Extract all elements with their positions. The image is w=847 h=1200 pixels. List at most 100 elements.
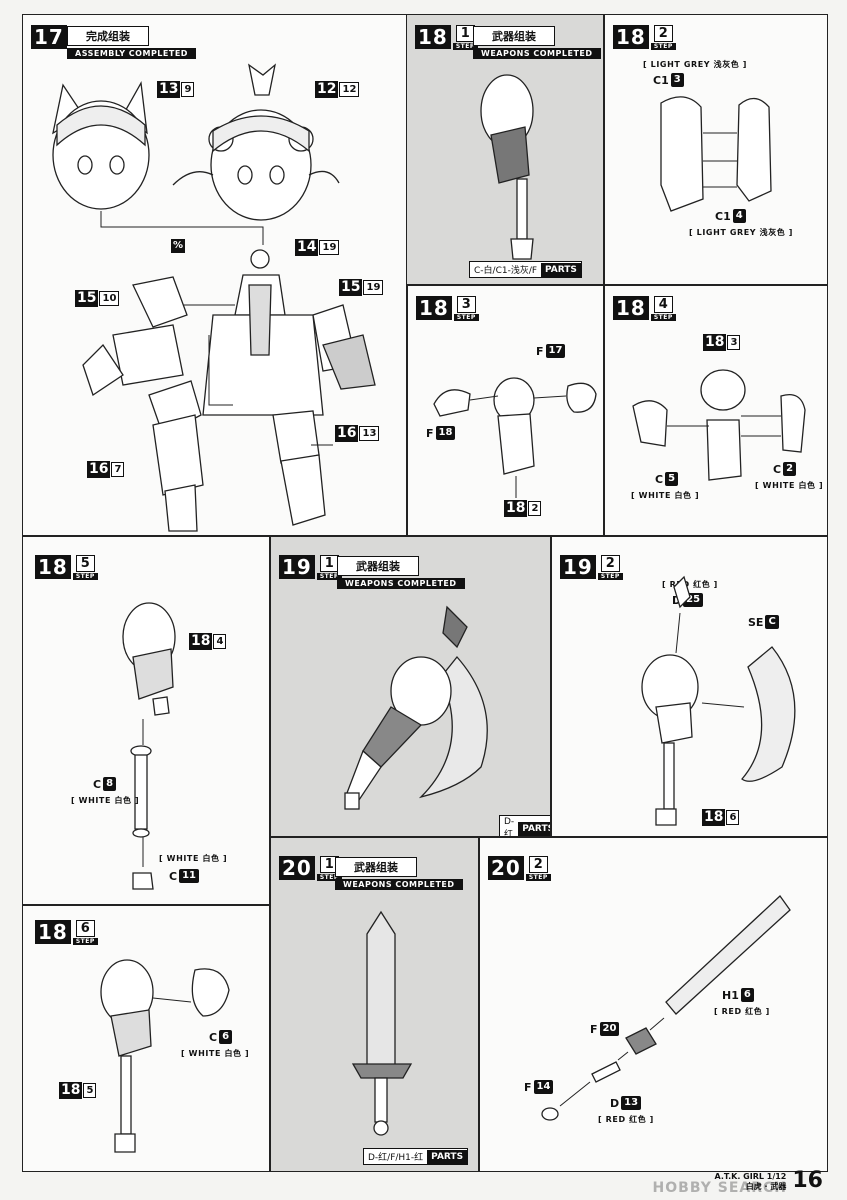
scale-icon: % — [171, 239, 185, 253]
parts-label: PARTS — [541, 262, 581, 277]
step-number: 20 — [279, 856, 315, 880]
step-word: STEP — [453, 314, 479, 321]
ref-main: 18 — [59, 1082, 83, 1099]
ref-main: 13 — [157, 81, 181, 98]
color-note: [ WHITE 白色 ] — [71, 796, 140, 805]
color-note: [ WHITE 白色 ] — [755, 481, 824, 490]
step-number: 17 — [31, 25, 67, 49]
part-number: 4 — [732, 209, 746, 223]
part-letter: C1 — [715, 209, 731, 223]
color-note: [ LIGHT GREY 浅灰色 ] — [689, 228, 794, 237]
color-note: [ WHITE 白色 ] — [631, 491, 700, 500]
color-note: [ RED 红色 ] — [662, 580, 718, 589]
divider — [23, 904, 270, 906]
watermark: HOBBY SEARCH — [652, 1180, 787, 1196]
part-label: SE C — [748, 615, 779, 629]
step-word: STEP — [525, 874, 551, 881]
instruction-page: 17 完成组装 ASSEMBLY COMPLETED 13 9 12 12 14… — [22, 14, 828, 1172]
step-sub-wrap: 2 STEP — [650, 25, 676, 50]
step-word: STEP — [597, 573, 623, 580]
page-footer: A.T.K. GIRL 1/12 白虎 · 武器 16 — [714, 1170, 823, 1192]
staff-face-illustration — [100, 959, 230, 1153]
part-letter: F — [590, 1022, 598, 1036]
ref-sub: 2 — [528, 501, 542, 516]
title-cn: 武器组装 — [335, 857, 417, 877]
step-badge: 19 2 STEP — [560, 555, 623, 580]
part-number: C — [765, 615, 779, 629]
ref-sub: 7 — [111, 462, 125, 477]
part-label: F 17 — [536, 344, 566, 358]
title-cn: 武器组装 — [473, 26, 555, 46]
footer-line2: 白虎 · 武器 — [745, 1182, 787, 1191]
part-letter: D — [672, 593, 682, 607]
step-word: STEP — [316, 874, 342, 881]
step-word: STEP — [72, 573, 98, 580]
part-letter: F — [524, 1080, 532, 1094]
staff-head-illustration — [480, 74, 534, 260]
divider — [406, 284, 827, 286]
part-label: C 11 — [169, 869, 199, 883]
step-number: 18 — [35, 555, 71, 579]
part-label: C 8 — [93, 777, 117, 791]
parts-code: D-红 — [504, 817, 515, 836]
step-sub: 3 — [456, 296, 476, 313]
step-sub-wrap: 5 STEP — [72, 555, 98, 580]
step-number: 18 — [415, 25, 451, 49]
ref-step: 18 2 — [504, 500, 542, 517]
step-sub: 6 — [75, 920, 95, 937]
parts-label: PARTS — [427, 1149, 468, 1164]
head-halves-illustration — [660, 96, 772, 212]
footer-line1: A.T.K. GIRL 1/12 — [714, 1172, 787, 1181]
ref-main: 12 — [315, 81, 339, 98]
part-letter: F — [536, 344, 544, 358]
step-sub-wrap: 2 STEP — [597, 555, 623, 580]
part-letter: C — [169, 869, 178, 883]
part-number: 11 — [179, 869, 199, 883]
part-letter: C — [655, 472, 664, 486]
panel-step-19-1: 19 1 STEP 武器组装 WEAPONS COMPLETED D-红 PAR… — [271, 537, 550, 836]
sword-exploded-illustration — [541, 895, 791, 1121]
ref-main: 16 — [87, 461, 111, 478]
title-en: ASSEMBLY COMPLETED — [67, 48, 196, 59]
ref-step: 13 9 — [157, 81, 195, 98]
step-badge: 20 2 STEP — [488, 856, 551, 881]
divider — [23, 535, 827, 537]
ref-sub: 6 — [726, 810, 740, 825]
title-en: WEAPONS COMPLETED — [473, 48, 601, 59]
part-number: 17 — [545, 344, 566, 358]
panel-step-18-3: 18 3 STEP F 17 F 18 18 — [408, 286, 603, 535]
ref-step: 18 3 — [703, 334, 741, 351]
color-note: [ WHITE 白色 ] — [181, 1049, 250, 1058]
title-cn: 完成组装 — [67, 26, 149, 46]
part-number: 20 — [599, 1022, 620, 1036]
divider — [603, 15, 605, 535]
part-letter: C — [93, 777, 102, 791]
title-en: WEAPONS COMPLETED — [337, 578, 465, 589]
sword-illustration — [351, 910, 413, 1136]
part-number: 2 — [783, 462, 797, 476]
ref-main: 18 — [504, 500, 528, 517]
step-number: 18 — [416, 296, 452, 320]
part-label: C 6 — [209, 1030, 233, 1044]
part-letter: C — [209, 1030, 218, 1044]
step-word: STEP — [650, 43, 676, 50]
panel-step-17: 17 完成组装 ASSEMBLY COMPLETED 13 9 12 12 14… — [23, 15, 406, 535]
page-number: 16 — [792, 1168, 823, 1193]
step-number: 19 — [560, 555, 596, 579]
step-badge: 18 4 STEP — [613, 296, 676, 321]
step-sub-wrap: 4 STEP — [650, 296, 676, 321]
ref-sub: 13 — [359, 426, 380, 441]
ref-sub: 3 — [727, 335, 741, 350]
step-badge: 17 — [31, 25, 67, 49]
step-number: 20 — [488, 856, 524, 880]
part-label: H1 6 — [722, 988, 754, 1002]
parts-code: C-白/C1-浅灰/F — [474, 266, 538, 276]
part-number: 18 — [435, 426, 456, 440]
ref-step: 18 5 — [59, 1082, 97, 1099]
panel-step-18-4: 18 4 STEP 18 3 C 5 [ WHITE 白色 ] — [605, 286, 827, 535]
step-number: 18 — [613, 25, 649, 49]
step-sub: 2 — [653, 25, 673, 42]
part-number: 13 — [621, 1096, 642, 1110]
ref-step: 14 19 — [295, 239, 340, 256]
part-number: 5 — [665, 472, 679, 486]
